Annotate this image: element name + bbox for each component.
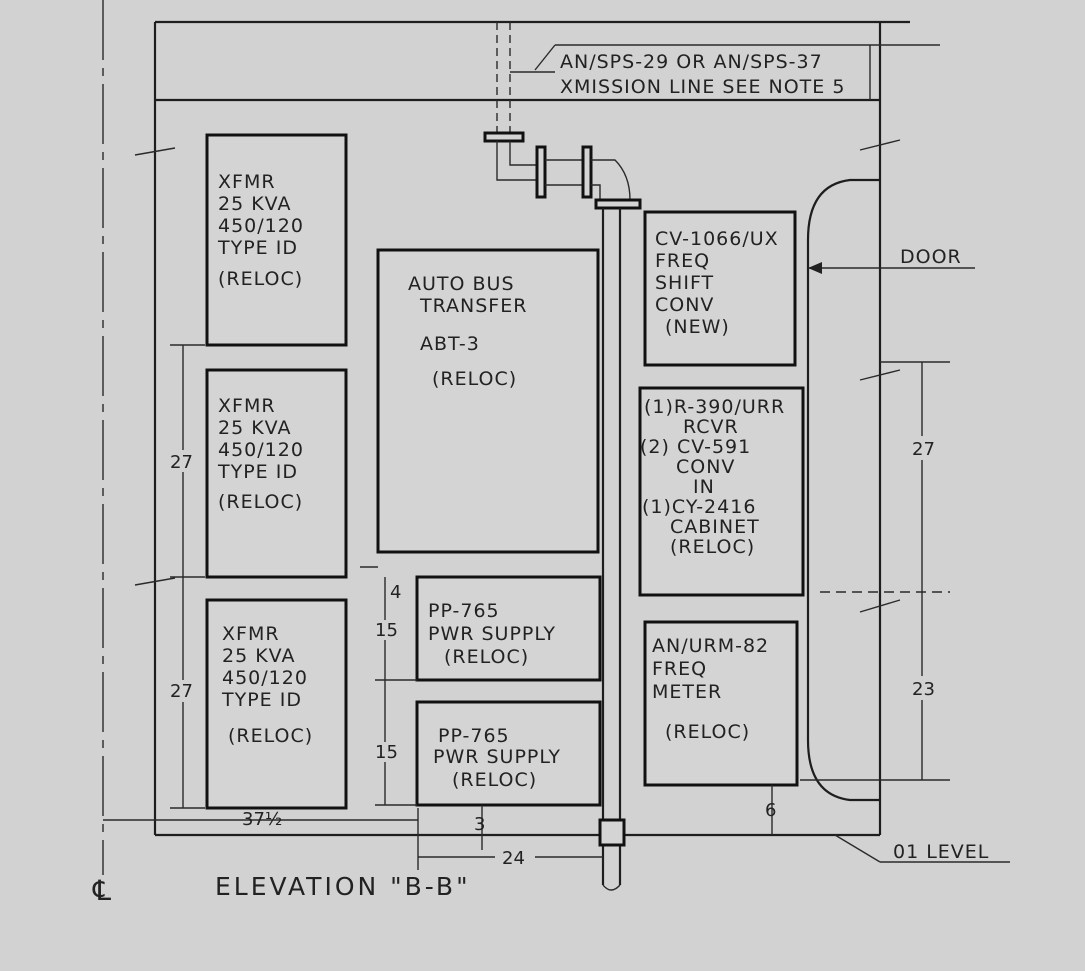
dim-gap-abt: 4 [390, 582, 401, 603]
centerline-symbol: ℄ [92, 874, 111, 907]
equipment-label-line: 450/120 [222, 667, 308, 689]
equipment-label-line: PWR SUPPLY [433, 746, 561, 768]
equipment-label-line: (RELOC) [218, 491, 303, 513]
equipment-label-line: (RELOC) [444, 646, 529, 668]
equipment-label-line: XFMR [218, 171, 276, 193]
equipment-label-line: PWR SUPPLY [428, 623, 556, 645]
equipment-label-line: RCVR [683, 416, 739, 438]
xfmr-2: XFMR 25 KVA 450/120 TYPE ID (RELOC) [205, 368, 348, 579]
equipment-label-line: CABINET [670, 516, 760, 538]
dim-right-lower: 23 [912, 679, 935, 700]
equipment-label-line: (RELOC) [228, 725, 313, 747]
equipment-label-line: IN [693, 476, 715, 498]
equipment-label-line: 25 KVA [222, 645, 295, 667]
drawing-title: ELEVATION "B-B" [215, 872, 471, 901]
dim-left-upper: 27 [170, 452, 193, 473]
equipment-label-line: (RELOC) [432, 368, 517, 390]
equipment-label-line: (RELOC) [218, 268, 303, 290]
pp-765-upper: PP-765 PWR SUPPLY (RELOC) [415, 575, 602, 682]
note-line-2: XMISSION LINE SEE NOTE 5 [560, 76, 845, 98]
equipment-label-line: 25 KVA [218, 193, 291, 215]
door: DOOR [806, 178, 975, 802]
dim-gap-right: 6 [765, 800, 776, 821]
dimension-lines: 27 27 27 23 37½ 24 3 6 4 15 15 [103, 344, 950, 870]
equipment-label-line: METER [652, 681, 722, 703]
transmission-note: AN/SPS-29 OR AN/SPS-37 XMISSION LINE SEE… [510, 44, 940, 100]
dim-width-left: 37½ [242, 809, 282, 830]
equipment-label-line: (RELOC) [670, 536, 755, 558]
equipment-label-line: (RELOC) [665, 721, 750, 743]
dim-left-lower: 27 [170, 681, 193, 702]
dim-pp-upper: 15 [375, 620, 398, 641]
equipment-label-line: CV-1066/UX [655, 228, 779, 250]
equipment-label-line: 450/120 [218, 439, 304, 461]
equipment-label-line: CONV [655, 294, 714, 316]
cv-1066-converter: CV-1066/UX FREQ SHIFT CONV (NEW) [643, 210, 797, 367]
auto-bus-transfer: AUTO BUS TRANSFER ABT-3 (RELOC) [376, 248, 600, 554]
equipment-label-line: FREQ [652, 658, 707, 680]
equipment-label-line: AUTO BUS [408, 273, 515, 295]
equipment-label-line: PP-765 [428, 600, 500, 622]
equipment-label-line: (1)R-390/URR [644, 396, 785, 418]
equipment-label-line: PP-765 [438, 725, 510, 747]
level-leader [834, 834, 881, 863]
transmission-line [483, 22, 642, 891]
equipment-label-line: CONV [676, 456, 735, 478]
equipment-label-line: AN/URM-82 [652, 635, 769, 657]
xfmr-1: XFMR 25 KVA 450/120 TYPE ID (RELOC) [205, 133, 348, 347]
compartment-outline [134, 20, 910, 837]
level-label: 01 LEVEL [893, 841, 989, 863]
equipment-label-line: (1)CY-2416 [642, 496, 756, 518]
equipment-label-line: 25 KVA [218, 417, 291, 439]
equipment-label-line: FREQ [655, 250, 710, 272]
dim-width-bottom: 24 [502, 848, 525, 869]
equipment-label-line: TYPE ID [217, 237, 298, 259]
equipment-label-line: (2) CV-591 [640, 436, 751, 458]
r-390-receiver-cabinet: (1)R-390/URR RCVR (2) CV-591 CONV IN (1)… [638, 386, 805, 597]
equipment-label-line: ABT-3 [420, 333, 480, 355]
equipment-label-line: TYPE ID [217, 461, 298, 483]
equipment-label-line: SHIFT [655, 272, 714, 294]
dim-right-upper: 27 [912, 439, 935, 460]
equipment-label-line: TYPE ID [221, 689, 302, 711]
equipment-label-line: TRANSFER [419, 295, 527, 317]
equipment-label-line: (NEW) [665, 316, 730, 338]
dim-pp-lower: 15 [375, 742, 398, 763]
xfmr-3: XFMR 25 KVA 450/120 TYPE ID (RELOC) [205, 598, 348, 810]
an-urm-82-freq-meter: AN/URM-82 FREQ METER (RELOC) [643, 620, 799, 787]
dim-gap-bottom: 3 [474, 814, 485, 835]
equipment-label-line: (RELOC) [452, 769, 537, 791]
pp-765-lower: PP-765 PWR SUPPLY (RELOC) [415, 700, 602, 807]
note-line-1: AN/SPS-29 OR AN/SPS-37 [560, 51, 823, 73]
equipment-label-line: 450/120 [218, 215, 304, 237]
door-label: DOOR [900, 246, 962, 268]
equipment-label-line: XFMR [218, 395, 276, 417]
equipment-label-line: XFMR [222, 623, 280, 645]
